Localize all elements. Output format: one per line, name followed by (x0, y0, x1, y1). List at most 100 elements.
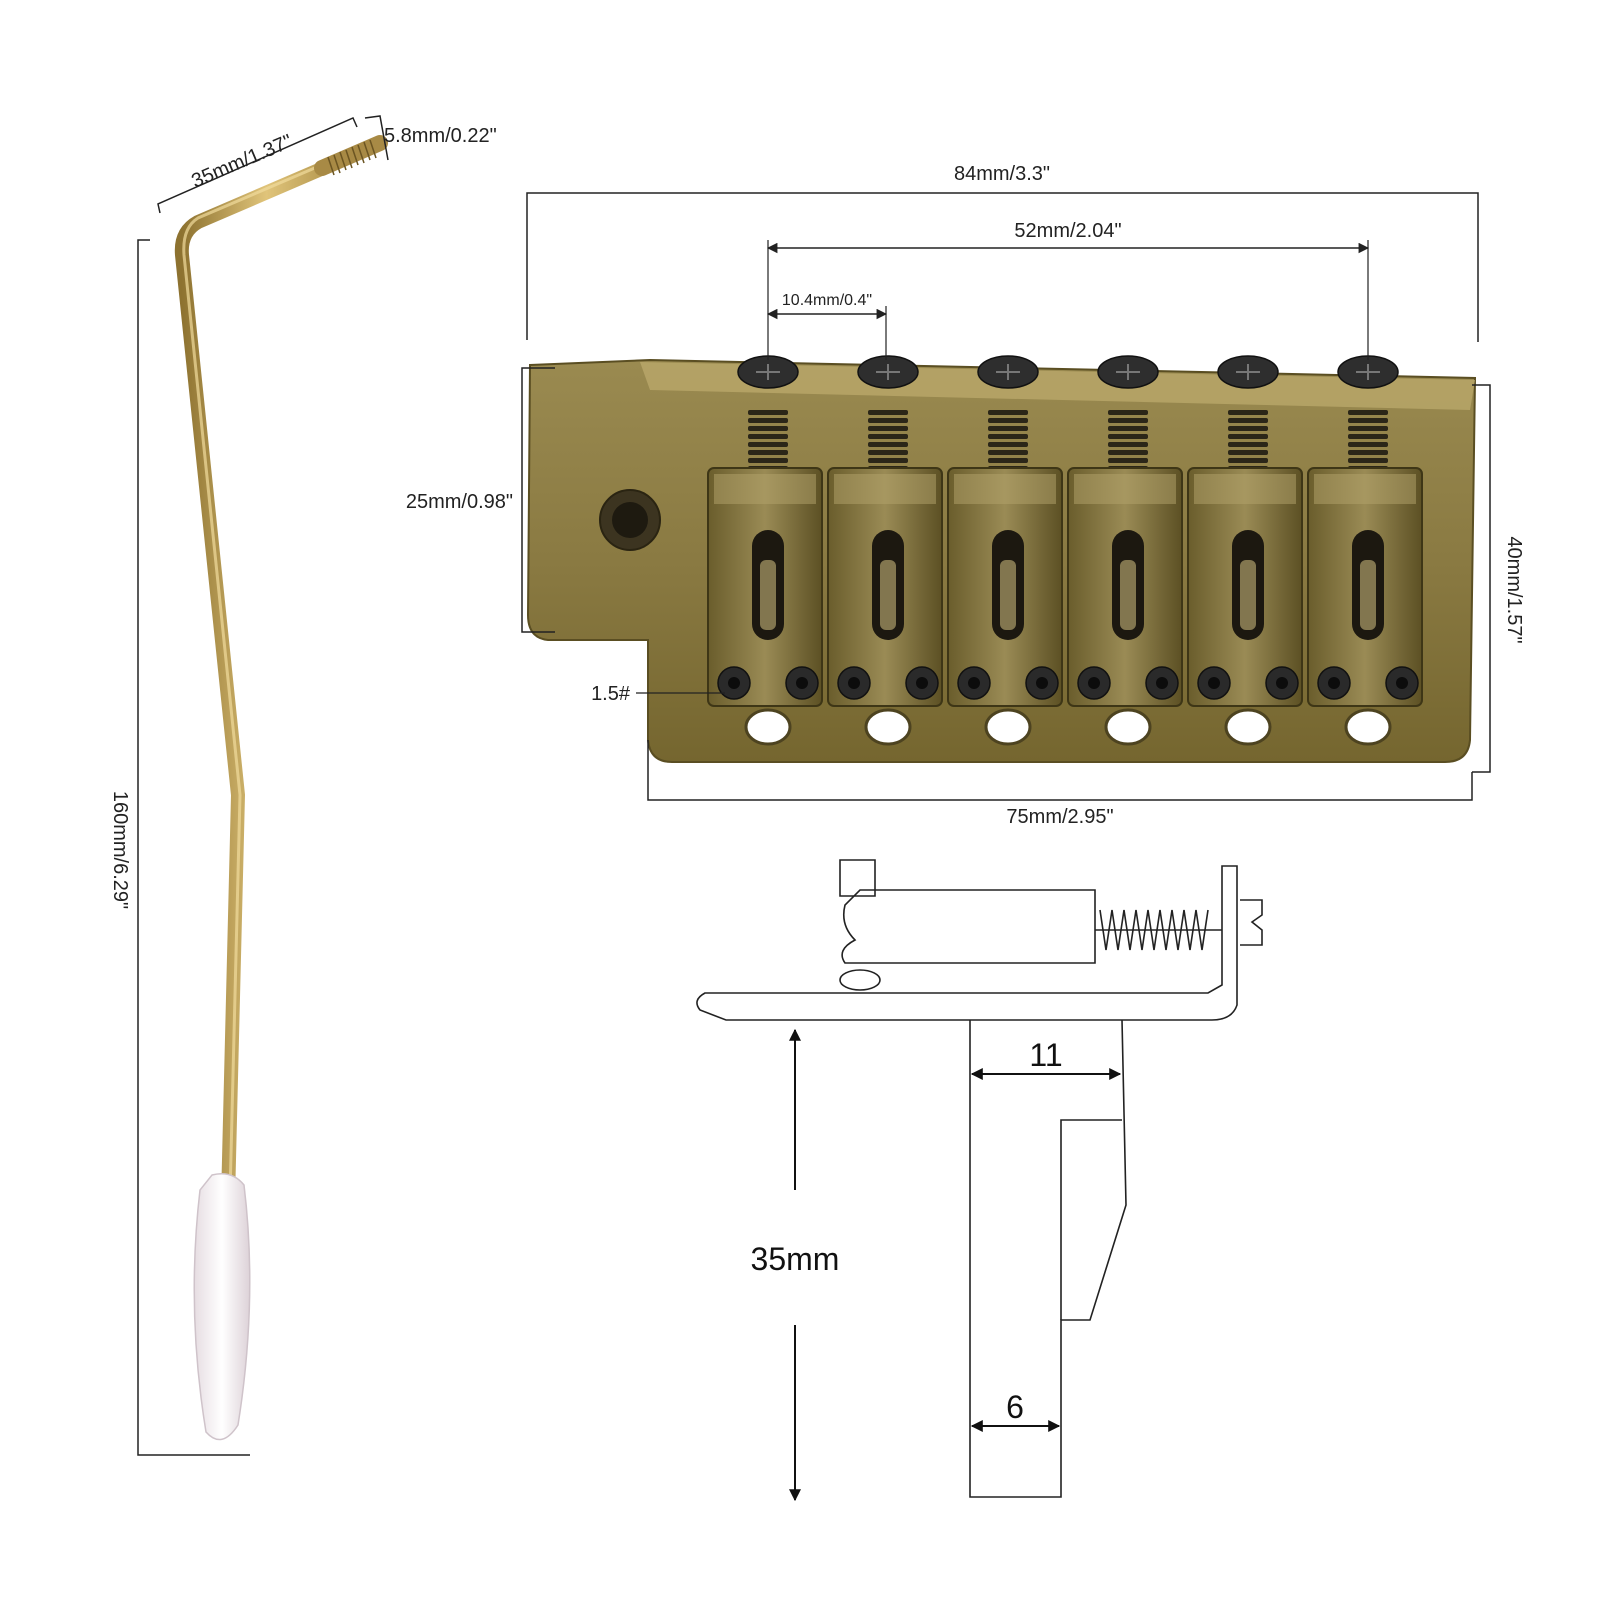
bridge-depth-label: 40mm/1.57" (1503, 536, 1525, 643)
bridge-dimensions: 84mm/3.3" 52mm/2.04" 10.4mm/0.4" 25mm/0.… (406, 163, 1525, 828)
side-plate (696, 865, 1238, 1021)
string-hole (864, 708, 912, 746)
arm-tip (193, 1173, 251, 1441)
saddle-spring-coil (748, 410, 788, 415)
saddle-spring-coil (1228, 450, 1268, 455)
saddle-top-face (1074, 474, 1176, 504)
height-screw-socket (848, 677, 860, 689)
base-width-label: 75mm/2.95" (1006, 806, 1113, 828)
saddle-top-face (1194, 474, 1296, 504)
plate-height-bracket (521, 367, 555, 633)
saddle-spring-coil (988, 410, 1028, 415)
saddle (1067, 355, 1183, 746)
side-saddle-foot (839, 969, 881, 991)
saddle-spring-coil (1108, 458, 1148, 463)
saddle-spring-coil (988, 450, 1028, 455)
string-hole (1104, 708, 1152, 746)
saddle-spring-coil (1228, 426, 1268, 431)
arm-rod (174, 141, 377, 1207)
saddle-spring-coil (988, 442, 1028, 447)
saddle-spring-coil (1108, 450, 1148, 455)
saddle-spring-coil (1228, 458, 1268, 463)
saddle-spring-coil (748, 434, 788, 439)
string-hole (1224, 708, 1272, 746)
tremolo-arm: 35mm/1.37" 5.8mm/0.22" 160mm/6.29" (109, 115, 497, 1456)
saddle-spring-coil (1108, 442, 1148, 447)
height-screw-socket (1276, 677, 1288, 689)
saddle-spring-coil (1228, 442, 1268, 447)
saddle-spring-coil (1108, 434, 1148, 439)
arm-total-length-dimension: 160mm/6.29" (109, 239, 250, 1456)
arm-rod-highlight (182, 144, 367, 1196)
mounting-hole-thread (612, 502, 648, 538)
saddle-spring-coil (1348, 410, 1388, 415)
saddles (707, 355, 1423, 746)
saddle-spring-coil (748, 426, 788, 431)
height-screw-socket (1396, 677, 1408, 689)
saddle (707, 355, 823, 746)
saddle (947, 355, 1063, 746)
side-tab (1240, 899, 1263, 946)
saddle-spring-coil (868, 458, 908, 463)
side-view-dimensions: 35mm 11 6 (751, 1028, 1122, 1502)
saddle-slot-highlight (1360, 560, 1376, 630)
bridge-depth-bracket (1472, 384, 1491, 773)
saddle-top-face (834, 474, 936, 504)
saddle-slot-highlight (880, 560, 896, 630)
saddle-spring-coil (868, 426, 908, 431)
side-spring (1099, 909, 1209, 951)
saddle (1307, 355, 1423, 746)
arm-total-length-label: 160mm/6.29" (109, 791, 131, 909)
saddle-spring-coil (988, 426, 1028, 431)
saddle-slot-highlight (1240, 560, 1256, 630)
screw-slot (1356, 364, 1380, 380)
saddle-spring-coil (748, 418, 788, 423)
string-spacing-label: 10.4mm/0.4" (782, 292, 872, 309)
block-bottom-width-label: 6 (1006, 1389, 1024, 1425)
saddle-spring-coil (748, 450, 788, 455)
screw-size-label: 1.5# (591, 683, 631, 705)
saddle-slot-highlight (760, 560, 776, 630)
screw-slot (756, 364, 780, 380)
saddle-spring-coil (868, 434, 908, 439)
height-screw-socket (796, 677, 808, 689)
saddle-spring-coil (868, 410, 908, 415)
height-screw-socket (1088, 677, 1100, 689)
bridge-top-view (526, 355, 1477, 763)
string-hole (744, 708, 792, 746)
plate-height-label: 25mm/0.98" (406, 491, 513, 513)
saddle-spring-coil (1228, 410, 1268, 415)
height-screw-socket (1208, 677, 1220, 689)
saddle-spring-coil (1348, 418, 1388, 423)
saddle-slot-highlight (1120, 560, 1136, 630)
height-screw-socket (1156, 677, 1168, 689)
height-screw-socket (728, 677, 740, 689)
saddle-spring-coil (1228, 434, 1268, 439)
screw-slot (1236, 364, 1260, 380)
string-spread-label: 52mm/2.04" (1014, 220, 1121, 242)
saddle-spring-coil (1348, 450, 1388, 455)
height-screw-socket (1328, 677, 1340, 689)
saddle-spring-coil (988, 418, 1028, 423)
string-hole (1344, 708, 1392, 746)
saddle-spring-coil (1348, 442, 1388, 447)
arm-thread (314, 135, 388, 176)
height-screw-socket (916, 677, 928, 689)
overall-width-bracket (526, 192, 1479, 342)
saddle-top-face (1314, 474, 1416, 504)
screw-slot (996, 364, 1020, 380)
block-top-width-label: 11 (1029, 1037, 1062, 1073)
height-screw-socket (1036, 677, 1048, 689)
screw-slot (1116, 364, 1140, 380)
saddle-spring-coil (1108, 410, 1148, 415)
plate-edge-highlight (640, 362, 1475, 410)
saddle-spring-coil (1108, 418, 1148, 423)
arm-thread-diameter-dimension: 5.8mm/0.22" (364, 115, 497, 161)
saddle-spring-coil (868, 442, 908, 447)
saddle (827, 355, 943, 746)
saddle-spring-coil (868, 450, 908, 455)
saddle-spring-coil (1348, 458, 1388, 463)
saddle-spring-coil (988, 434, 1028, 439)
saddle-spring-coil (1228, 418, 1268, 423)
